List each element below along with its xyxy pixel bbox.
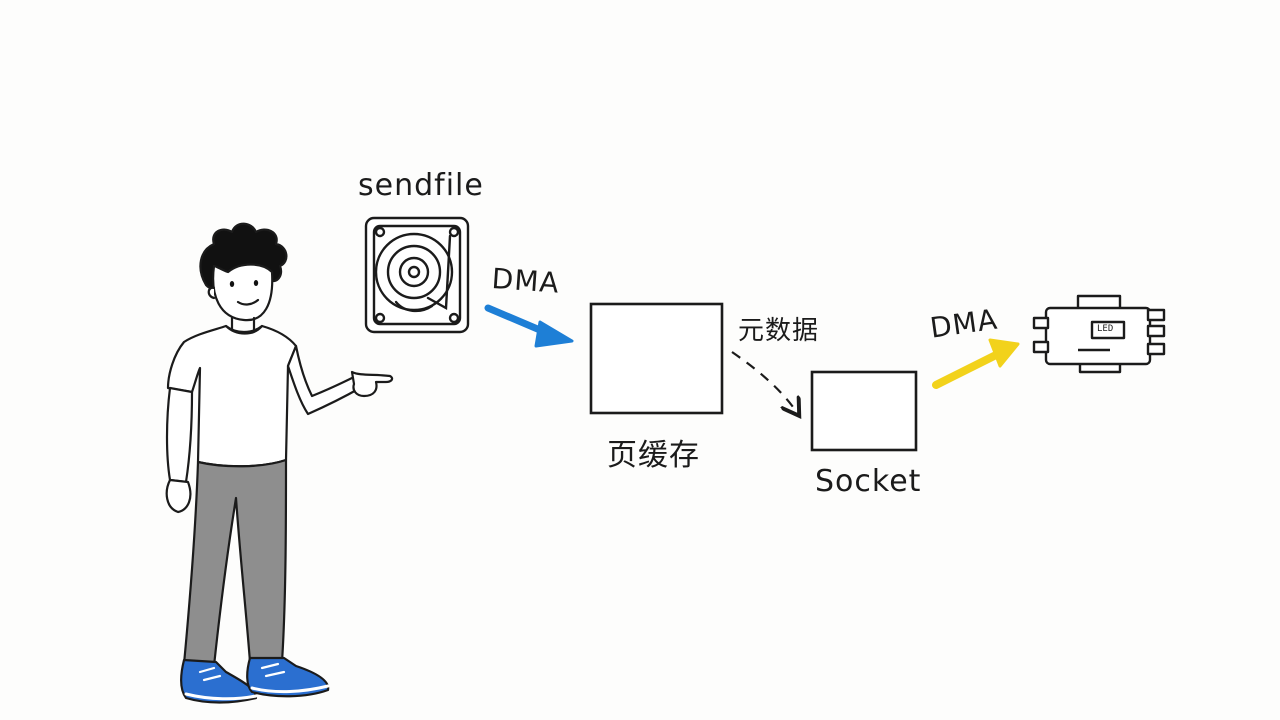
person-illustration [165, 222, 394, 704]
network-card-icon [1032, 294, 1166, 374]
nic-led-label: LED [1097, 324, 1114, 334]
socket-box [810, 370, 918, 452]
person-left-arm [165, 386, 194, 484]
person-pants [182, 458, 288, 668]
person-right-arm [286, 344, 362, 416]
person-left-hand [165, 478, 192, 514]
dma-label-disk-to-cache: DMA [490, 262, 561, 300]
hard-drive-icon [364, 216, 470, 334]
metadata-dashed-arrow [731, 351, 798, 414]
dma-arrow-disk-to-cache [484, 304, 574, 348]
person-pointing-hand [350, 370, 394, 398]
person-left-shoe [180, 658, 258, 704]
sendfile-label: sendfile [358, 168, 484, 203]
page-cache-label: 页缓存 [607, 438, 700, 473]
metadata-label: 元数据 [738, 316, 820, 346]
dma-arrow-socket-to-nic [932, 338, 1020, 389]
socket-label: Socket [815, 464, 922, 499]
page-cache-box [589, 302, 724, 415]
person-face [212, 263, 274, 322]
